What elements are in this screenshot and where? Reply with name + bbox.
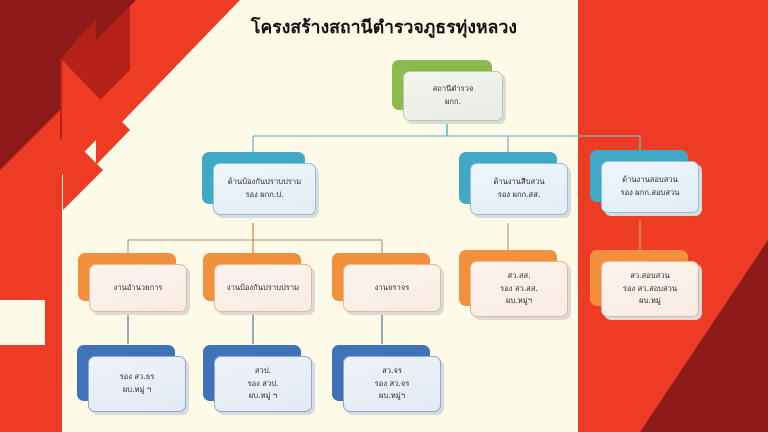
node-line: รอง ผกก.สส. [497,190,541,199]
node-line: ด้านงานสืบสวน [493,177,545,187]
org-node-admin-work[interactable]: งานอำนวยการ [78,253,190,315]
node-line: สว.จร [382,366,402,376]
node-face: งานอำนวยการ [89,264,187,312]
node-line: สวป. [254,366,272,376]
node-line: รอง สว.ธร [119,372,155,382]
org-node-admin-staff[interactable]: รอง สว.ธร ผบ.หมู่ ฯ [77,345,189,415]
org-node-investigation[interactable]: ด้านงานสืบสวน รอง ผกก.สส. [459,152,571,218]
org-node-prevention-work[interactable]: งานป้องกันปราบปราม [203,253,315,315]
node-line: ผกก. [444,97,462,106]
node-line: งานอำนวยการ [113,282,163,292]
node-line: สว.สอบสวน [630,271,670,281]
node-face: สว.สอบสวน รอง สว.สอบสวน ผบ.หมู่ [601,261,699,317]
org-node-prevention[interactable]: ด้านป้องกันปราบปราม รอง ผกก.ป. [202,152,319,218]
org-node-prevention-staff[interactable]: สวป. รอง สวป. ผบ.หมู่ ฯ [203,345,315,415]
node-face: ด้านงานสอบสวน รอง ผกก.สอบสวน [601,161,699,213]
node-face: งานป้องกันปราบปราม [214,264,312,312]
node-line: ผบ.หมู่ ฯ [122,385,152,394]
node-line: ผบ.หมู่ฯ [379,391,405,401]
org-node-investigation-staff[interactable]: สว.สส. รอง สว.สส. ผบ.หมู่ฯ [459,250,571,320]
node-face: ด้านป้องกันปราบปราม รอง ผกก.ป. [213,163,316,215]
node-line: รอง สว.จร [374,378,410,388]
node-face: งานจราจร [343,264,441,312]
org-node-traffic-work[interactable]: งานจราจร [332,253,444,315]
node-line: รอง ผกก.สอบสวน [620,188,680,197]
node-line: งานป้องกันปราบปราม [226,282,300,292]
node-line: งานจราจร [374,282,410,292]
node-line: ผบ.หมู่ [639,296,661,306]
node-line: รอง สว.สส. [500,283,538,293]
org-node-inquiry[interactable]: ด้านงานสอบสวน รอง ผกก.สอบสวน [590,150,702,216]
page-title: โครงสร้างสถานีตำรวจภูธรทุ่งหลวง [250,18,518,38]
node-line: ด้านป้องกันปราบปราม [227,177,302,187]
node-face: ด้านงานสืบสวน รอง ผกก.สส. [470,163,568,215]
node-line: รอง สว.สอบสวน [622,283,678,293]
node-line: รอง ผกก.ป. [245,190,284,199]
node-line: รอง สวป. [247,378,279,388]
node-line: ผบ.หมู่ ฯ [248,391,278,401]
node-line: ผบ.หมู่ฯ [506,296,532,306]
node-face: รอง สว.ธร ผบ.หมู่ ฯ [88,356,186,412]
org-node-traffic-staff[interactable]: สว.จร รอง สว.จร ผบ.หมู่ฯ [332,345,444,415]
node-line: สถานีตำรวจ [432,84,474,94]
node-line: สว.สส. [507,271,531,281]
node-face: สวป. รอง สวป. ผบ.หมู่ ฯ [214,356,312,412]
org-node-root[interactable]: สถานีตำรวจ ผกก. [392,60,506,124]
node-line: ด้านงานสอบสวน [622,175,678,185]
node-face: สว.จร รอง สว.จร ผบ.หมู่ฯ [343,356,441,412]
node-face: สถานีตำรวจ ผกก. [403,71,503,121]
node-face: สว.สส. รอง สว.สส. ผบ.หมู่ฯ [470,261,568,317]
org-node-inquiry-staff[interactable]: สว.สอบสวน รอง สว.สอบสวน ผบ.หมู่ [590,250,702,320]
